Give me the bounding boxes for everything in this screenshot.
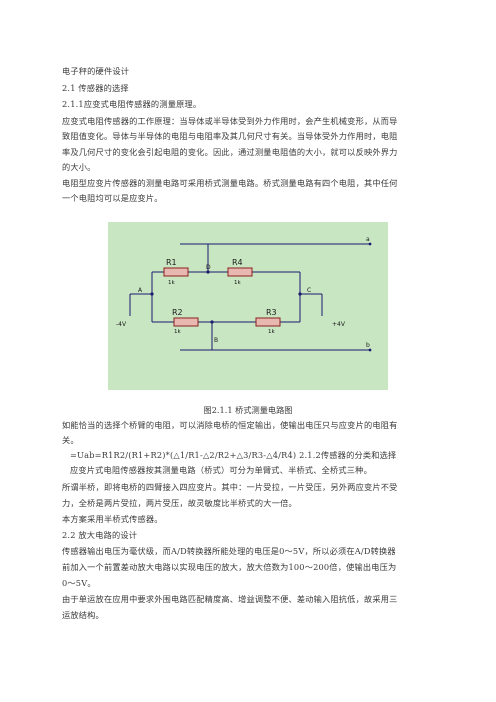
paragraph-line: 力，全桥是两片受拉，两片受压，故灵敏度比半桥式的大一倍。 — [62, 498, 297, 508]
r2-value-label: 1k — [174, 329, 181, 335]
paragraph-line: 0～5V。 — [62, 578, 96, 588]
section-heading: 2.2 放大电路的设计 — [62, 530, 138, 540]
right-source-label: +4V — [332, 321, 346, 328]
subsection-heading: 2.1.1应变式电阻传感器的测量原理。 — [62, 99, 202, 109]
terminal-b-label: b — [366, 342, 370, 349]
left-source-label: -4V — [116, 321, 127, 328]
paragraph-line: 致阻值变化。导体与半导体的电阻与电阻率及其几何尺寸有关。当导体受外力作用时，电阻 — [62, 131, 398, 141]
r3-name-label: R3 — [266, 308, 277, 317]
r4-value-label: 1k — [234, 280, 241, 286]
paragraph-line: 传感器输出电压为毫伏级，而A/D转换器所能处理的电压是0～5V，所以必须在A/D… — [62, 546, 396, 556]
r3-value-label: 1k — [268, 329, 275, 335]
bridge-circuit-diagram: R1 1k R4 1k R2 1k R3 1k A D C B a b -4V … — [116, 236, 372, 352]
paragraph-line: 所谓半桥，即将电桥的四臂接入四应变片。其中：一片受拉，一片受压，另外两应变片不受 — [62, 482, 398, 492]
node-d-label: D — [206, 264, 211, 271]
resistor-r3 — [255, 317, 281, 327]
doc-title: 电子秤的硬件设计 — [62, 66, 130, 76]
formula-line: =Uab=R1R2/(R1+R2)*(△1/R1-△2/R2+△3/R3-△4/… — [70, 450, 397, 460]
paragraph-line: 的大小。 — [62, 162, 96, 172]
r1-name-label: R1 — [166, 258, 177, 267]
node-a-label: A — [138, 287, 143, 294]
paragraph-line: 一个电阻均可以是应变片。 — [62, 193, 163, 203]
paragraph-line: 本方案采用半桥式传感器。 — [62, 514, 163, 524]
paragraph-line: 电阻型应变片传感器的测量电路可采用桥式测量电路。桥式测量电路有四个电阻，其中任何 — [62, 178, 398, 188]
r2-name-label: R2 — [172, 308, 183, 317]
r4-name-label: R4 — [232, 258, 243, 267]
paragraph-line: 如能恰当的选择个桥臂的电阻，可以消除电桥的恒定输出，使输出电压只与应变片的电阻有 — [62, 420, 398, 430]
paragraph-line: 前加入一个前置差动放大电路以实现电压的放大，放大倍数为100～200倍，使输出电… — [62, 562, 397, 572]
resistor-r1 — [163, 267, 189, 277]
figure-caption: 图2.1.1 桥式测量电路图 — [203, 405, 293, 415]
resistor-r4 — [227, 267, 253, 277]
node-b-label: B — [214, 337, 218, 344]
paragraph-line: 率及几何尺寸的变化会引起电阻的变化。因此，通过测量电阻值的大小，就可以反映外界力 — [62, 147, 398, 157]
paragraph-line: 应变式电阻传感器的工作原理：当导体或半导体受到外力作用时，会产生机械变形，从而导 — [62, 116, 398, 126]
paragraph-line: 运放结构。 — [62, 610, 104, 620]
terminal-a-label: a — [366, 236, 370, 243]
paragraph-line: 由于单运放在应用中要求外围电路匹配精度高、增益调整不便、差动输入阻抗低，故采用三 — [62, 594, 398, 604]
paragraph-line: 应变片式电阻传感器按其测量电路（桥式）可分为单臂式、半桥式、全桥式三种。 — [70, 465, 372, 475]
bridge-circuit-figure: R1 1k R4 1k R2 1k R3 1k A D C B a b -4V … — [108, 222, 388, 390]
node-c-label: C — [307, 287, 311, 294]
resistor-r2 — [173, 317, 199, 327]
paragraph-line: 关。 — [62, 435, 79, 445]
section-heading: 2.1 传感器的选择 — [62, 83, 129, 93]
r1-value-label: 1k — [168, 280, 175, 286]
